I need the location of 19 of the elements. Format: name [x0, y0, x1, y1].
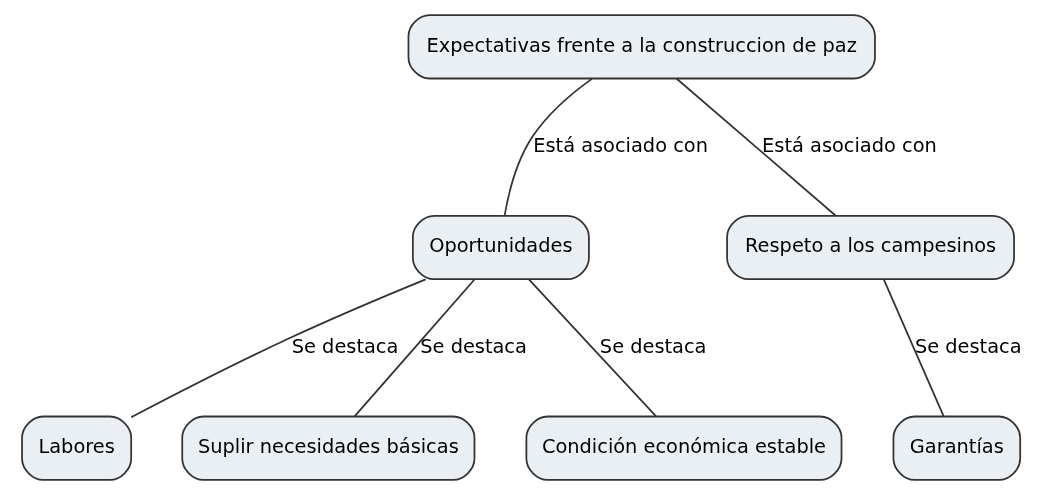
node-box: Suplir necesidades básicas: [181, 415, 476, 481]
connector: [353, 278, 476, 418]
edge-label: Se destaca: [914, 334, 1022, 358]
node-box: Garantías: [892, 415, 1022, 481]
connector: [503, 77, 593, 217]
connector: [882, 278, 945, 418]
connector: [130, 278, 427, 419]
node-box: Condición económica estable: [525, 415, 843, 481]
node-box: Respeto a los campesinos: [726, 214, 1015, 281]
connector: [675, 77, 837, 217]
edge-label: Se destaca: [420, 334, 527, 358]
edge-label: Está asociado con: [533, 134, 708, 158]
node-box: Oportunidades: [411, 214, 590, 281]
connector: [527, 278, 657, 418]
edge-label: Está asociado con: [762, 134, 937, 158]
node-box: Expectativas frente a la construccion de paz: [407, 14, 876, 80]
node-box: Labores: [21, 415, 133, 481]
edge-label: Se destaca: [291, 334, 399, 358]
edge-label: Se destaca: [599, 334, 707, 358]
